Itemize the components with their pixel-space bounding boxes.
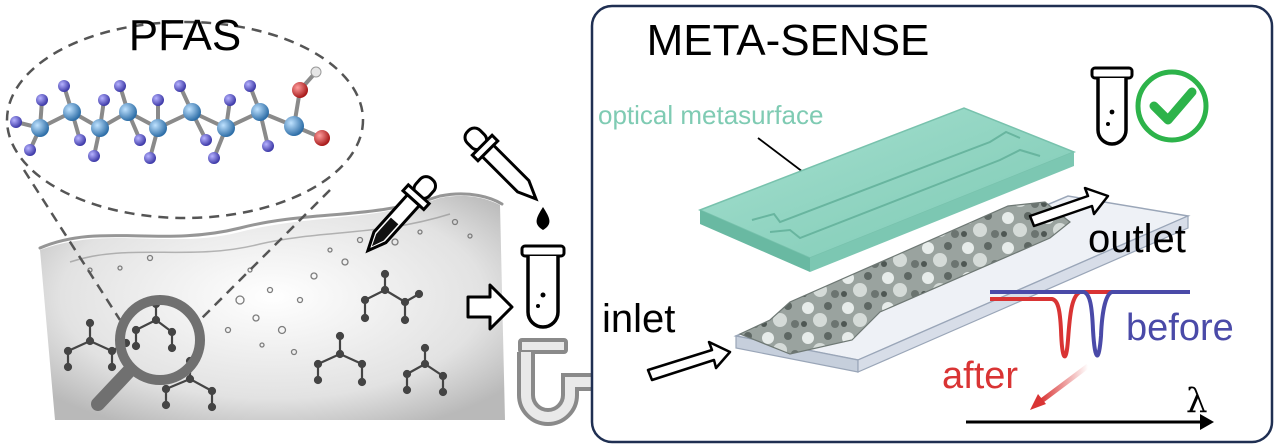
pfas-title: PFAS [129,11,242,60]
water-drop-icon [536,207,550,230]
inlet-label: inlet [602,297,675,341]
check-icon [1135,69,1209,143]
zoom-callout [5,20,365,321]
after-label: after [942,355,1018,397]
metasurface-label: optical metasurface [598,100,823,130]
result-tube-icon [1090,66,1134,146]
spectrum-after-curve [990,290,1190,359]
shift-arrow [1038,364,1090,404]
outlet-label: outlet [1088,217,1186,261]
pfas-molecule [10,66,330,164]
zoom-ellipse [5,20,365,220]
flow-channel [738,201,1071,355]
metasurface-slab [698,107,1077,272]
pipette-icon-left [365,175,438,254]
arrow-to-tube-icon [466,283,514,331]
pfas-stick-molecules [63,269,448,412]
spectrum-plot: λ before after [942,290,1234,430]
wavelength-axis-label: λ [1186,381,1208,421]
magnifier-icon [91,295,205,411]
zoom-line-right [199,189,331,321]
inlet-arrow-icon [646,340,732,382]
pipette-icon-top [463,126,539,202]
meta-sense-title: META-SENSE [647,16,930,65]
spectrum-before-curve [990,290,1190,358]
outlet-arrow-icon [1028,186,1110,228]
test-tube-icon [520,244,566,329]
zoom-line-left [22,169,122,321]
bubbles [87,218,473,356]
before-label: before [1126,307,1234,349]
